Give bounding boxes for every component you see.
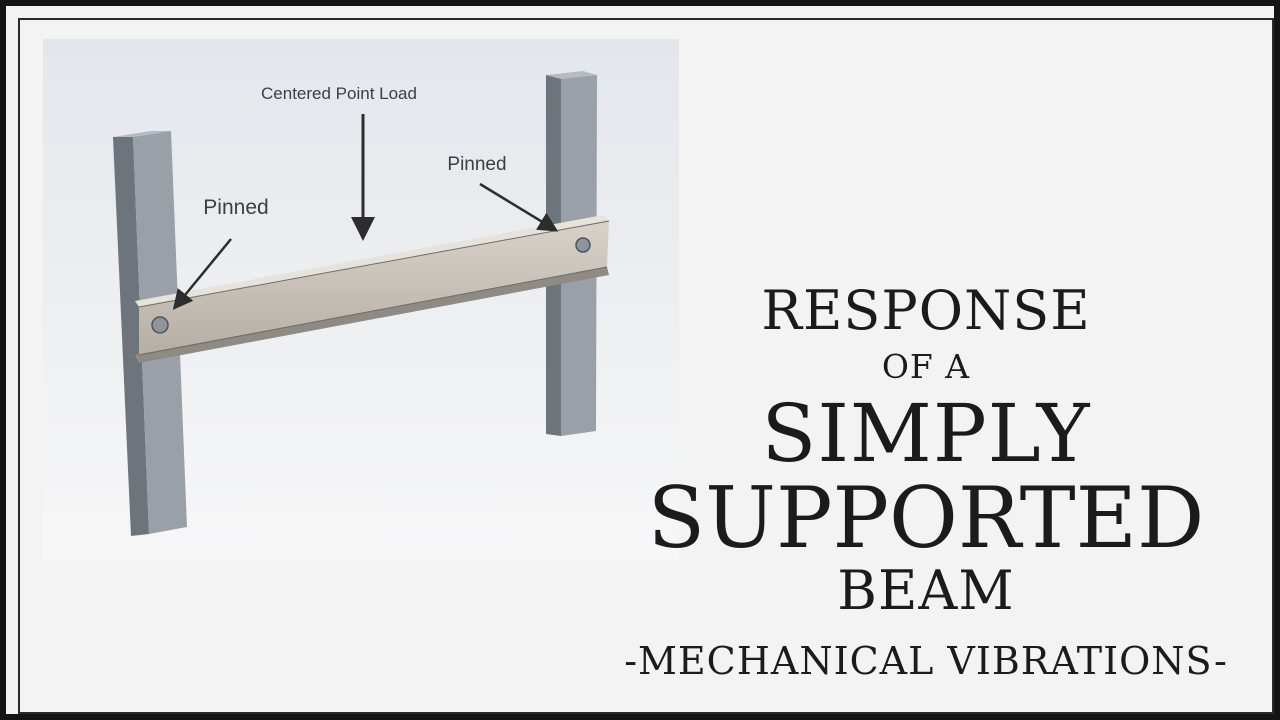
left-pin-bolt — [151, 316, 169, 334]
title-line-simply: SIMPLY — [761, 387, 1091, 480]
subtitle: -MECHANICAL VIBRATIONS- — [624, 639, 1228, 683]
beam-diagram: Centered Point Load Pinned Pinned — [43, 39, 679, 559]
beam-diagram-svg: Centered Point Load Pinned Pinned — [43, 39, 679, 559]
title-line-supported: SUPPORTED — [647, 469, 1205, 567]
title-line-beam: BEAM — [837, 559, 1015, 622]
right-pinned-arrow — [479, 182, 559, 232]
inner-border — [18, 18, 1274, 714]
left-pinned-arrow — [172, 238, 232, 310]
right-pinned-label: Pinned — [447, 154, 506, 175]
title-line-response: RESPONSE — [761, 279, 1091, 342]
beam — [135, 215, 610, 363]
title-line-of-a: OF A — [881, 347, 971, 386]
load-label: Centered Point Load — [261, 84, 417, 103]
right-pin-bolt — [575, 237, 591, 253]
left-pinned-label: Pinned — [203, 196, 268, 219]
